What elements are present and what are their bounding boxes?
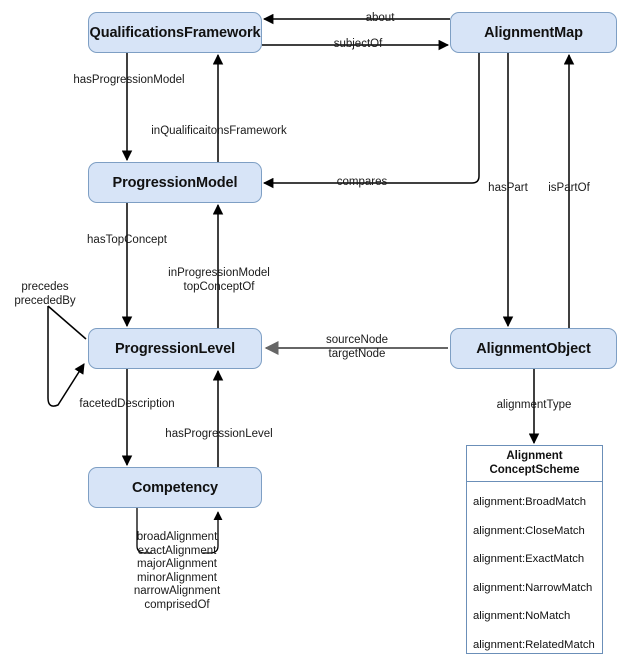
edge-label-subjectof: subjectOf [333, 38, 383, 50]
edge-label-hasprogressionlevel: hasProgressionLevel [165, 428, 273, 440]
edge-compares [262, 53, 480, 189]
node-label: ProgressionModel [112, 174, 238, 191]
node-competency[interactable]: Competency [88, 467, 262, 508]
list-item[interactable]: alignment:BroadMatch [473, 496, 587, 509]
scheme-title: Alignment ConceptScheme [467, 446, 602, 482]
node-label: ProgressionLevel [114, 340, 236, 357]
node-label: Competency [131, 479, 219, 496]
edge-label-haspart: hasPart [488, 182, 528, 194]
scheme-title-line1: Alignment [506, 450, 563, 462]
list-item[interactable]: alignment:RelatedMatch [473, 638, 595, 651]
edge-label-ispartof: isPartOf [548, 182, 590, 194]
edge-label-alignmenttype: alignmentType [496, 399, 572, 411]
edge-label-hasprogressionmodel: hasProgressionModel [73, 74, 185, 86]
list-item[interactable]: alignment:ExactMatch [473, 553, 585, 566]
list-item[interactable]: alignment:NoMatch [473, 610, 571, 623]
edge-precededby [47, 306, 85, 407]
node-label: QualificationsFramework [89, 24, 261, 41]
edge-label-sourcenode-targetnode: sourceNode targetNode [325, 334, 389, 360]
node-progression-model[interactable]: ProgressionModel [88, 162, 262, 203]
node-label: AlignmentMap [484, 24, 583, 41]
edge-label-precedes-precededby: precedes precededBy [14, 281, 76, 307]
node-alignment-map[interactable]: AlignmentMap [450, 12, 617, 53]
edge-label-compares: compares [336, 176, 388, 188]
scheme-items: alignment:BroadMatch alignment:CloseMatc… [467, 482, 602, 659]
alignment-concept-scheme-table[interactable]: Alignment ConceptScheme alignment:BroadM… [466, 445, 603, 654]
edge-label-faceteddescription: facetedDescription [79, 398, 175, 410]
scheme-title-line2: ConceptScheme [489, 463, 580, 476]
edge-competency-loop-out [136, 508, 152, 554]
edge-label-inprogressionmodel-topconceptof: inProgressionModel topConceptOf [168, 267, 270, 293]
edge-label-hastopconcept: hasTopConcept [87, 234, 167, 246]
node-progression-level[interactable]: ProgressionLevel [88, 328, 262, 369]
edge-precedes [47, 305, 87, 340]
list-item[interactable]: alignment:NarrowMatch [473, 581, 593, 594]
node-alignment-object[interactable]: AlignmentObject [450, 328, 617, 369]
edge-label-about: about [365, 12, 395, 24]
edge-label-inqualificationsframework: inQualificaitonsFramework [151, 125, 287, 137]
node-label: AlignmentObject [476, 340, 591, 357]
list-item[interactable]: alignment:CloseMatch [473, 524, 585, 537]
edge-competency-loop-in [202, 511, 223, 554]
edge-label-alignment-properties: broadAlignment exactAlignment majorAlign… [133, 531, 221, 611]
node-qualifications-framework[interactable]: QualificationsFramework [88, 12, 262, 53]
